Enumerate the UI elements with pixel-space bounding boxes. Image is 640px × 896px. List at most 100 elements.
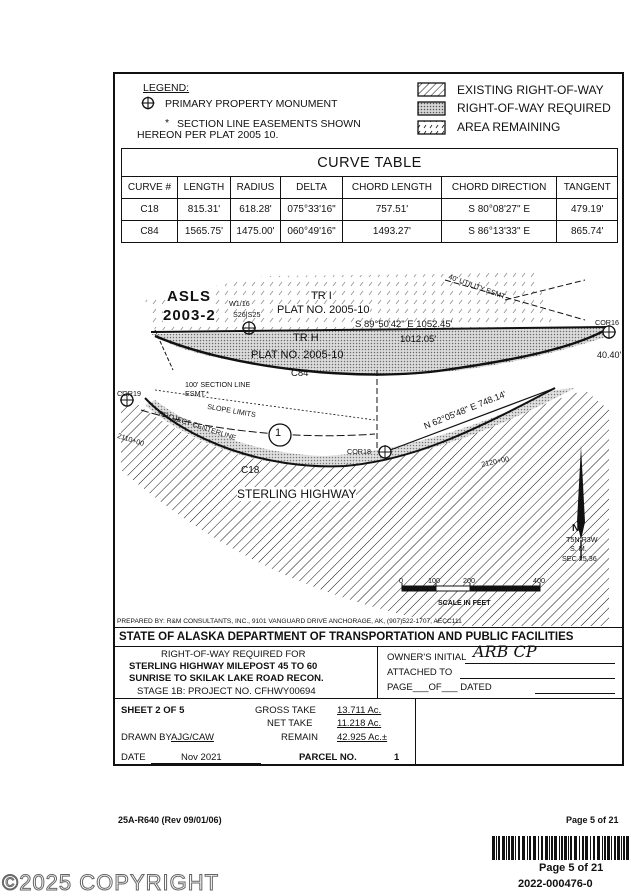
- owners-initial-label: OWNER'S INITIAL: [387, 652, 467, 663]
- barcode-bar: [607, 836, 610, 860]
- monument-icon: [242, 321, 256, 335]
- table-cell: 1493.27': [342, 220, 442, 243]
- barcode-bar: [611, 836, 612, 860]
- existing-row-swatch: [417, 82, 446, 97]
- barcode-bar: [533, 836, 536, 860]
- project-line-1: STERLING HIGHWAY MILEPOST 45 TO 60: [129, 661, 318, 672]
- parcel-map: [120, 272, 616, 626]
- north-arrow-icon: [577, 446, 585, 560]
- page-of-dated: PAGE___OF___ DATED: [387, 682, 492, 693]
- asls-number: 2003-2: [163, 307, 216, 324]
- legend-row-required: RIGHT-OF-WAY REQUIRED: [457, 101, 611, 115]
- meridian-label: S. M.: [570, 544, 587, 553]
- monument-icon: [602, 325, 616, 339]
- table-cell: 865.74': [556, 220, 618, 243]
- cor18-label: COR18: [347, 447, 371, 456]
- gross-take-label: GROSS TAKE: [255, 705, 316, 716]
- dim-4040-label: 40.40': [597, 350, 622, 360]
- barcode-bar: [538, 836, 539, 860]
- barcode-bar: [623, 836, 625, 860]
- parcel-no-label: PARCEL NO.: [299, 752, 357, 763]
- drawn-by-value: AJG/CAW: [171, 732, 214, 743]
- c18-curve: [144, 387, 556, 468]
- curve-table: CURVE TABLE CURVE # LENGTH RADIUS DELTA …: [121, 148, 618, 243]
- table-cell: S 86°13'33" E: [440, 220, 558, 243]
- w116-label: W1/16: [229, 299, 250, 308]
- remain-label: REMAIN: [281, 732, 318, 743]
- prepared-by: PREPARED BY: R&M CONSULTANTS, INC., 9101…: [117, 618, 462, 625]
- legend-easement-2: HEREON PER PLAT 2005 10.: [137, 129, 279, 141]
- barcode-bar: [506, 836, 507, 860]
- curve-table-header-row: CURVE # LENGTH RADIUS DELTA CHORD LENGTH…: [121, 176, 618, 199]
- tr-i-label: TR I: [311, 290, 332, 302]
- barcode-bar: [561, 836, 563, 860]
- barcode-bar: [574, 836, 577, 860]
- c18-label: C18: [241, 465, 260, 476]
- header-cell: DELTA: [279, 176, 344, 199]
- barcode-bar: [579, 836, 580, 860]
- header-cell: TANGENT: [556, 176, 618, 199]
- document-number: 2022-000476-0: [518, 878, 593, 890]
- north-label: N: [572, 523, 580, 534]
- header-cell: LENGTH: [176, 176, 231, 199]
- sec-label: SEC 25,36: [562, 554, 597, 563]
- barcode-bar: [545, 836, 548, 860]
- barcode-bar: [498, 836, 500, 860]
- barcode-bar: [570, 836, 572, 860]
- barcode-bar: [568, 836, 569, 860]
- table-row: C84 1565.75' 1475.00' 060°49'16" 1493.27…: [121, 220, 618, 243]
- barcode-bar: [527, 836, 528, 860]
- asls-label: ASLS: [167, 288, 212, 305]
- barcode-bar: [590, 836, 591, 860]
- scale-label: SCALE IN FEET: [438, 600, 491, 607]
- form-number: 25A-R640 (Rev 09/01/06): [118, 815, 222, 825]
- highway-label: STERLING HIGHWAY: [237, 487, 357, 501]
- north-boundary-line: [150, 326, 610, 333]
- barcode-bar: [492, 836, 495, 860]
- legend-title: LEGEND:: [143, 82, 190, 94]
- agency-title: STATE OF ALASKA DEPARTMENT OF TRANSPORTA…: [119, 631, 574, 643]
- table-cell: 479.19': [556, 198, 618, 221]
- c84-curve: [154, 326, 610, 376]
- area-remaining-region: [145, 272, 555, 330]
- barcode-bar: [511, 836, 514, 860]
- date-label: DATE: [121, 752, 146, 763]
- table-cell: 618.28': [229, 198, 281, 221]
- gross-take-value: 13.711 Ac.: [337, 705, 382, 716]
- owner-initials-signature: ARB CP: [473, 642, 537, 661]
- date-value: Nov 2021: [181, 752, 222, 763]
- plat-top-label: PLAT NO. 2005-10: [277, 304, 370, 316]
- legend-easement-1: SECTION LINE EASEMENTS SHOWN: [177, 118, 361, 130]
- cor16-label: COR16: [595, 318, 619, 327]
- monument-icon: [141, 96, 155, 110]
- table-cell: 075°33'16": [279, 198, 344, 221]
- table-cell: 1475.00': [229, 220, 281, 243]
- township-label: T5N R3W: [566, 535, 598, 544]
- scale-tick-200: 200: [463, 576, 475, 585]
- row-required-swatch: [417, 101, 446, 116]
- barcode-bar: [522, 836, 525, 860]
- barcode-bar: [597, 836, 600, 860]
- barcode-bar: [585, 836, 588, 860]
- row-required-lower: [145, 388, 575, 467]
- barcode-bar: [529, 836, 531, 860]
- barcode-bar: [593, 836, 595, 860]
- monument-icon: [378, 445, 392, 459]
- stage-project: STAGE 1B: PROJECT NO. CFHWY00694: [137, 686, 316, 697]
- table-cell: 815.31': [176, 198, 231, 221]
- header-cell: CHORD LENGTH: [342, 176, 442, 199]
- row-required-for: RIGHT-OF-WAY REQUIRED FOR: [161, 649, 306, 660]
- table-cell: 1565.75': [176, 220, 231, 243]
- barcode-bar: [551, 836, 553, 860]
- barcode-bar: [621, 836, 622, 860]
- row-required-strip: [151, 326, 609, 376]
- scale-tick-100: 100: [428, 576, 440, 585]
- plat-sheet: LEGEND: PRIMARY PROPERTY MONUMENT * SECT…: [113, 72, 624, 766]
- legend-swatches: [417, 82, 446, 135]
- barcode-bar: [518, 836, 520, 860]
- section-esmt-label-2: ESMT.*: [185, 389, 209, 398]
- monument-icon: [120, 393, 134, 407]
- scale-bar: [401, 583, 541, 592]
- scale-tick-400: 400: [533, 576, 545, 585]
- barcode: [492, 836, 629, 860]
